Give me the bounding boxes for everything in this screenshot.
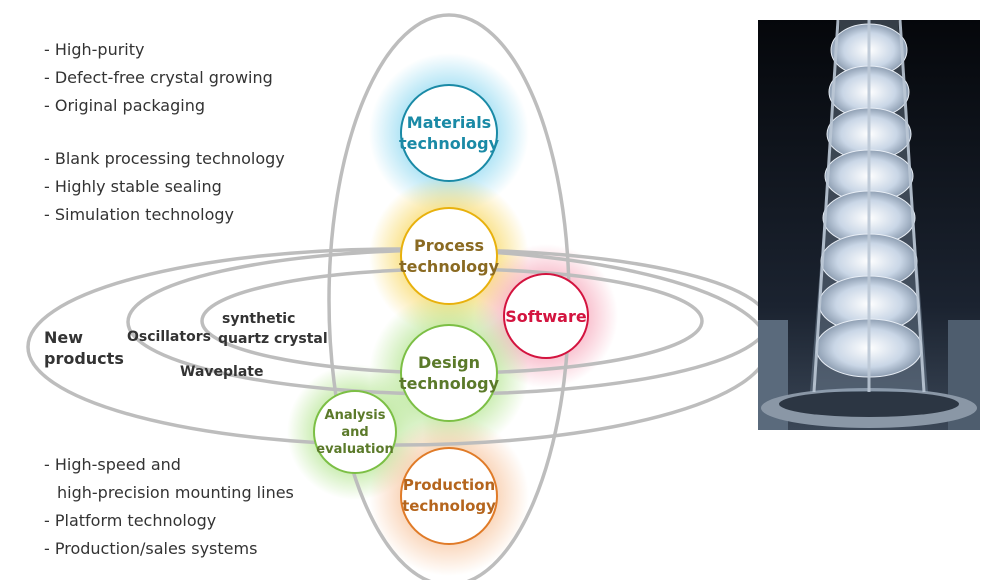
node-label: evaluation bbox=[316, 441, 394, 457]
list-item: - Original packaging bbox=[44, 96, 205, 115]
list-item: - Defect-free crystal growing bbox=[44, 68, 273, 87]
node-label: Materials bbox=[406, 113, 492, 132]
design-technology-node: Design technology bbox=[398, 324, 500, 422]
materials-technology-node: Materials technology bbox=[398, 84, 500, 182]
oscillators-label: Oscillators bbox=[127, 329, 211, 345]
production-bullet-list: - High-speed and high-precision mounting… bbox=[44, 451, 294, 563]
production-technology-node: Production technology bbox=[400, 447, 498, 545]
list-item: - High-speed and bbox=[44, 455, 181, 474]
materials-bullet-list: - High-purity - Defect-free crystal grow… bbox=[44, 36, 273, 120]
process-technology-node: Process technology bbox=[398, 207, 500, 305]
node-label: Production bbox=[402, 476, 496, 494]
list-item: - Simulation technology bbox=[44, 205, 235, 224]
new-products-label: New products bbox=[44, 327, 124, 369]
node-label: Software bbox=[505, 306, 587, 326]
new-products-line: New bbox=[44, 328, 84, 347]
process-bullet-list: - Blank processing technology - Highly s… bbox=[44, 145, 285, 229]
synthetic-line: quartz crystal bbox=[218, 331, 328, 347]
quartz-crystal-photo bbox=[758, 20, 980, 430]
list-item: - Blank processing technology bbox=[44, 149, 285, 168]
node-label: technology bbox=[402, 497, 496, 515]
node-label: and bbox=[341, 424, 369, 440]
list-item: - Platform technology bbox=[44, 511, 217, 530]
quartz-tower-image bbox=[758, 20, 980, 430]
list-item: - Production/sales systems bbox=[44, 539, 258, 558]
list-item: - High-purity bbox=[44, 40, 145, 59]
node-label: Analysis bbox=[324, 407, 386, 423]
node-label: Design bbox=[418, 353, 480, 372]
software-node: Software bbox=[503, 273, 589, 359]
list-item: - Highly stable sealing bbox=[44, 177, 222, 196]
waveplate-label: Waveplate bbox=[180, 364, 264, 380]
synthetic-quartz-label: synthetic quartz crystal bbox=[218, 309, 328, 349]
synthetic-line: synthetic bbox=[222, 311, 296, 327]
node-label: Process bbox=[414, 236, 484, 255]
new-products-line: products bbox=[44, 349, 124, 368]
node-label: technology bbox=[398, 134, 500, 153]
node-label: technology bbox=[398, 257, 500, 276]
node-label: technology bbox=[398, 374, 500, 393]
list-item: high-precision mounting lines bbox=[57, 483, 294, 502]
